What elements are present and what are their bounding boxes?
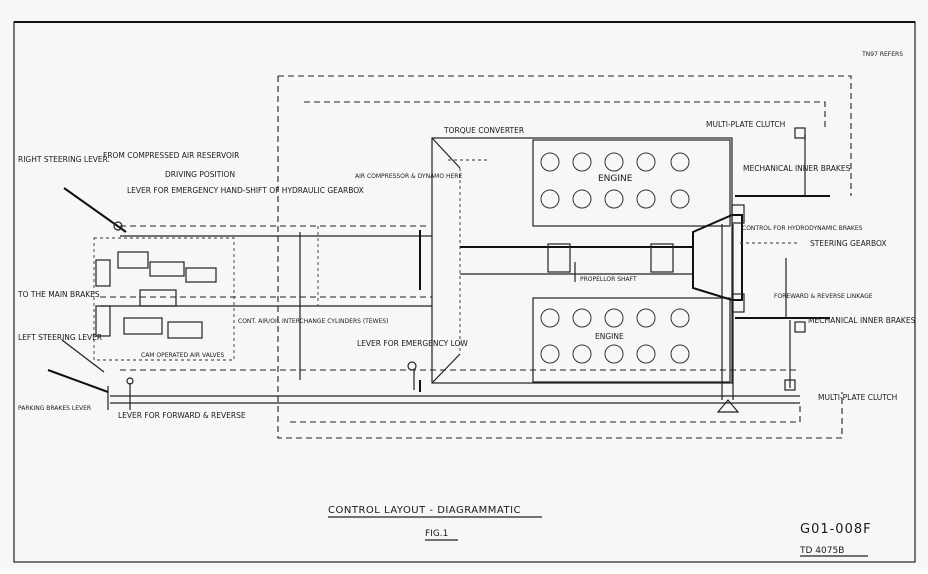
valve-body: [117, 251, 149, 269]
compartment-corner-tl: [431, 137, 461, 169]
cylinder: [540, 308, 560, 328]
label-forward-reverse-linkage: FOREWARD & REVERSE LINKAGE: [774, 293, 873, 300]
label-engine-top: ENGINE: [598, 174, 633, 184]
cylinder: [540, 152, 560, 172]
valve-body: [149, 261, 185, 277]
label-left-steering-lever: LEFT STEERING LEVER: [18, 333, 102, 342]
label-mech-inner-brakes-top: MECHANICAL INNER BRAKES: [743, 164, 851, 173]
label-control-hydrodynamic: CONTROL FOR HYDRODYNAMIC BRAKES: [742, 225, 863, 232]
label-lever-emergency-low: LEVER FOR EMERGENCY LOW: [357, 339, 468, 348]
gearbox-brake-top: [731, 204, 745, 224]
multi-plate-clutch-top-unit: [794, 127, 806, 139]
label-right-steering-lever: RIGHT STEERING LEVER.: [18, 155, 110, 164]
left-steering-lever-arm: [61, 339, 105, 373]
diagram-title: CONTROL LAYOUT - DIAGRAMMATIC: [328, 505, 521, 516]
label-engine-bottom: ENGINE: [595, 332, 624, 341]
cylinder: [636, 189, 656, 209]
cylinder: [540, 344, 560, 364]
right-steering-lever-arm: [63, 187, 127, 233]
valve-body: [185, 267, 217, 283]
lever-pivot: [126, 377, 134, 385]
label-multi-plate-clutch-top: MULTI-PLATE CLUTCH: [706, 120, 785, 129]
hull-outline-top: [278, 75, 852, 196]
label-from-air-reservoir: FROM COMPRESSED AIR RESERVOIR: [103, 151, 239, 160]
engine-compartment: [431, 137, 733, 384]
cylinder: [540, 189, 560, 209]
sheet-border: [13, 21, 916, 563]
compartment-corner-bl: [431, 353, 461, 384]
cylinder: [636, 344, 656, 364]
hull-outline-left-bottom: [277, 76, 843, 439]
cylinder: [670, 152, 690, 172]
valve-body: [95, 305, 111, 337]
rod-pivot: [716, 399, 740, 413]
mech-brake-bottom-unit: [794, 321, 806, 333]
cylinder: [670, 189, 690, 209]
cylinder: [670, 308, 690, 328]
cylinder: [636, 152, 656, 172]
cylinder: [572, 308, 592, 328]
engine-block-top: [532, 139, 731, 227]
parking-brake-lever-arm: [47, 369, 109, 393]
engine-block-bottom: [532, 297, 731, 383]
gearbox-housing: [692, 214, 743, 301]
document-number: TD 4075B: [799, 546, 844, 556]
cylinder: [572, 152, 592, 172]
cylinder: [604, 189, 624, 209]
cylinder: [604, 344, 624, 364]
label-lever-emergency-hand: LEVER FOR EMERGENCY HAND-SHIFT OF HYDRAU…: [127, 186, 364, 195]
emergency-lever-knob: [407, 361, 417, 371]
inner-outline-bottom: [290, 405, 801, 423]
drawing-number: G01-008F: [800, 522, 872, 537]
valve-body: [139, 289, 177, 307]
cylinder: [670, 344, 690, 364]
control-valve-cluster: [95, 251, 217, 339]
figure-label: FIG.1: [425, 529, 448, 539]
label-parking-brakes-lever: PARKING BRAKES LEVER: [18, 405, 91, 412]
cylinder: [604, 152, 624, 172]
valve-body: [123, 317, 163, 335]
label-torque-converter: TORQUE CONVERTER: [443, 126, 524, 135]
label-mech-inner-brakes-bottom: MECHANICAL INNER BRAKES: [808, 316, 916, 325]
label-air-oil-cylinders: CONT. AIR/OIL INTERCHANGE CYLINDERS (TEW…: [238, 318, 389, 325]
label-steering-gearbox: STEERING GEARBOX: [810, 239, 887, 248]
cylinder: [572, 189, 592, 209]
shaft-coupling-left: [547, 243, 571, 273]
label-propellor-shaft: PROPELLOR SHAFT: [580, 276, 637, 283]
label-to-main-brakes: TO THE MAIN BRAKES: [17, 290, 100, 299]
valve-body: [167, 321, 203, 339]
inner-outline-top: [304, 101, 826, 130]
engine-top-cylinders: [540, 152, 690, 209]
cylinder: [636, 308, 656, 328]
shaft-coupling-right: [650, 243, 674, 273]
label-lever-forward-reverse: LEVER FOR FORWARD & REVERSE: [118, 411, 246, 420]
cylinder: [604, 308, 624, 328]
right-steering-pivot: [113, 221, 123, 231]
gearbox-brake-bottom: [731, 293, 745, 313]
driving-position-outline: [93, 237, 235, 361]
label-cam-air-valves: CAM OPERATED AIR VALVES: [141, 352, 224, 359]
engine-bottom-cylinders: [540, 308, 690, 364]
label-air-compressor: AIR COMPRESSOR & DYNAMO HERE: [355, 173, 462, 180]
label-driving-position: DRIVING POSITION: [165, 170, 235, 179]
valve-body: [95, 259, 111, 287]
corner-reference: TN97 REFERS: [861, 51, 903, 58]
cylinder: [572, 344, 592, 364]
label-multi-plate-clutch-bottom: MULTI-PLATE CLUTCH: [818, 393, 897, 402]
